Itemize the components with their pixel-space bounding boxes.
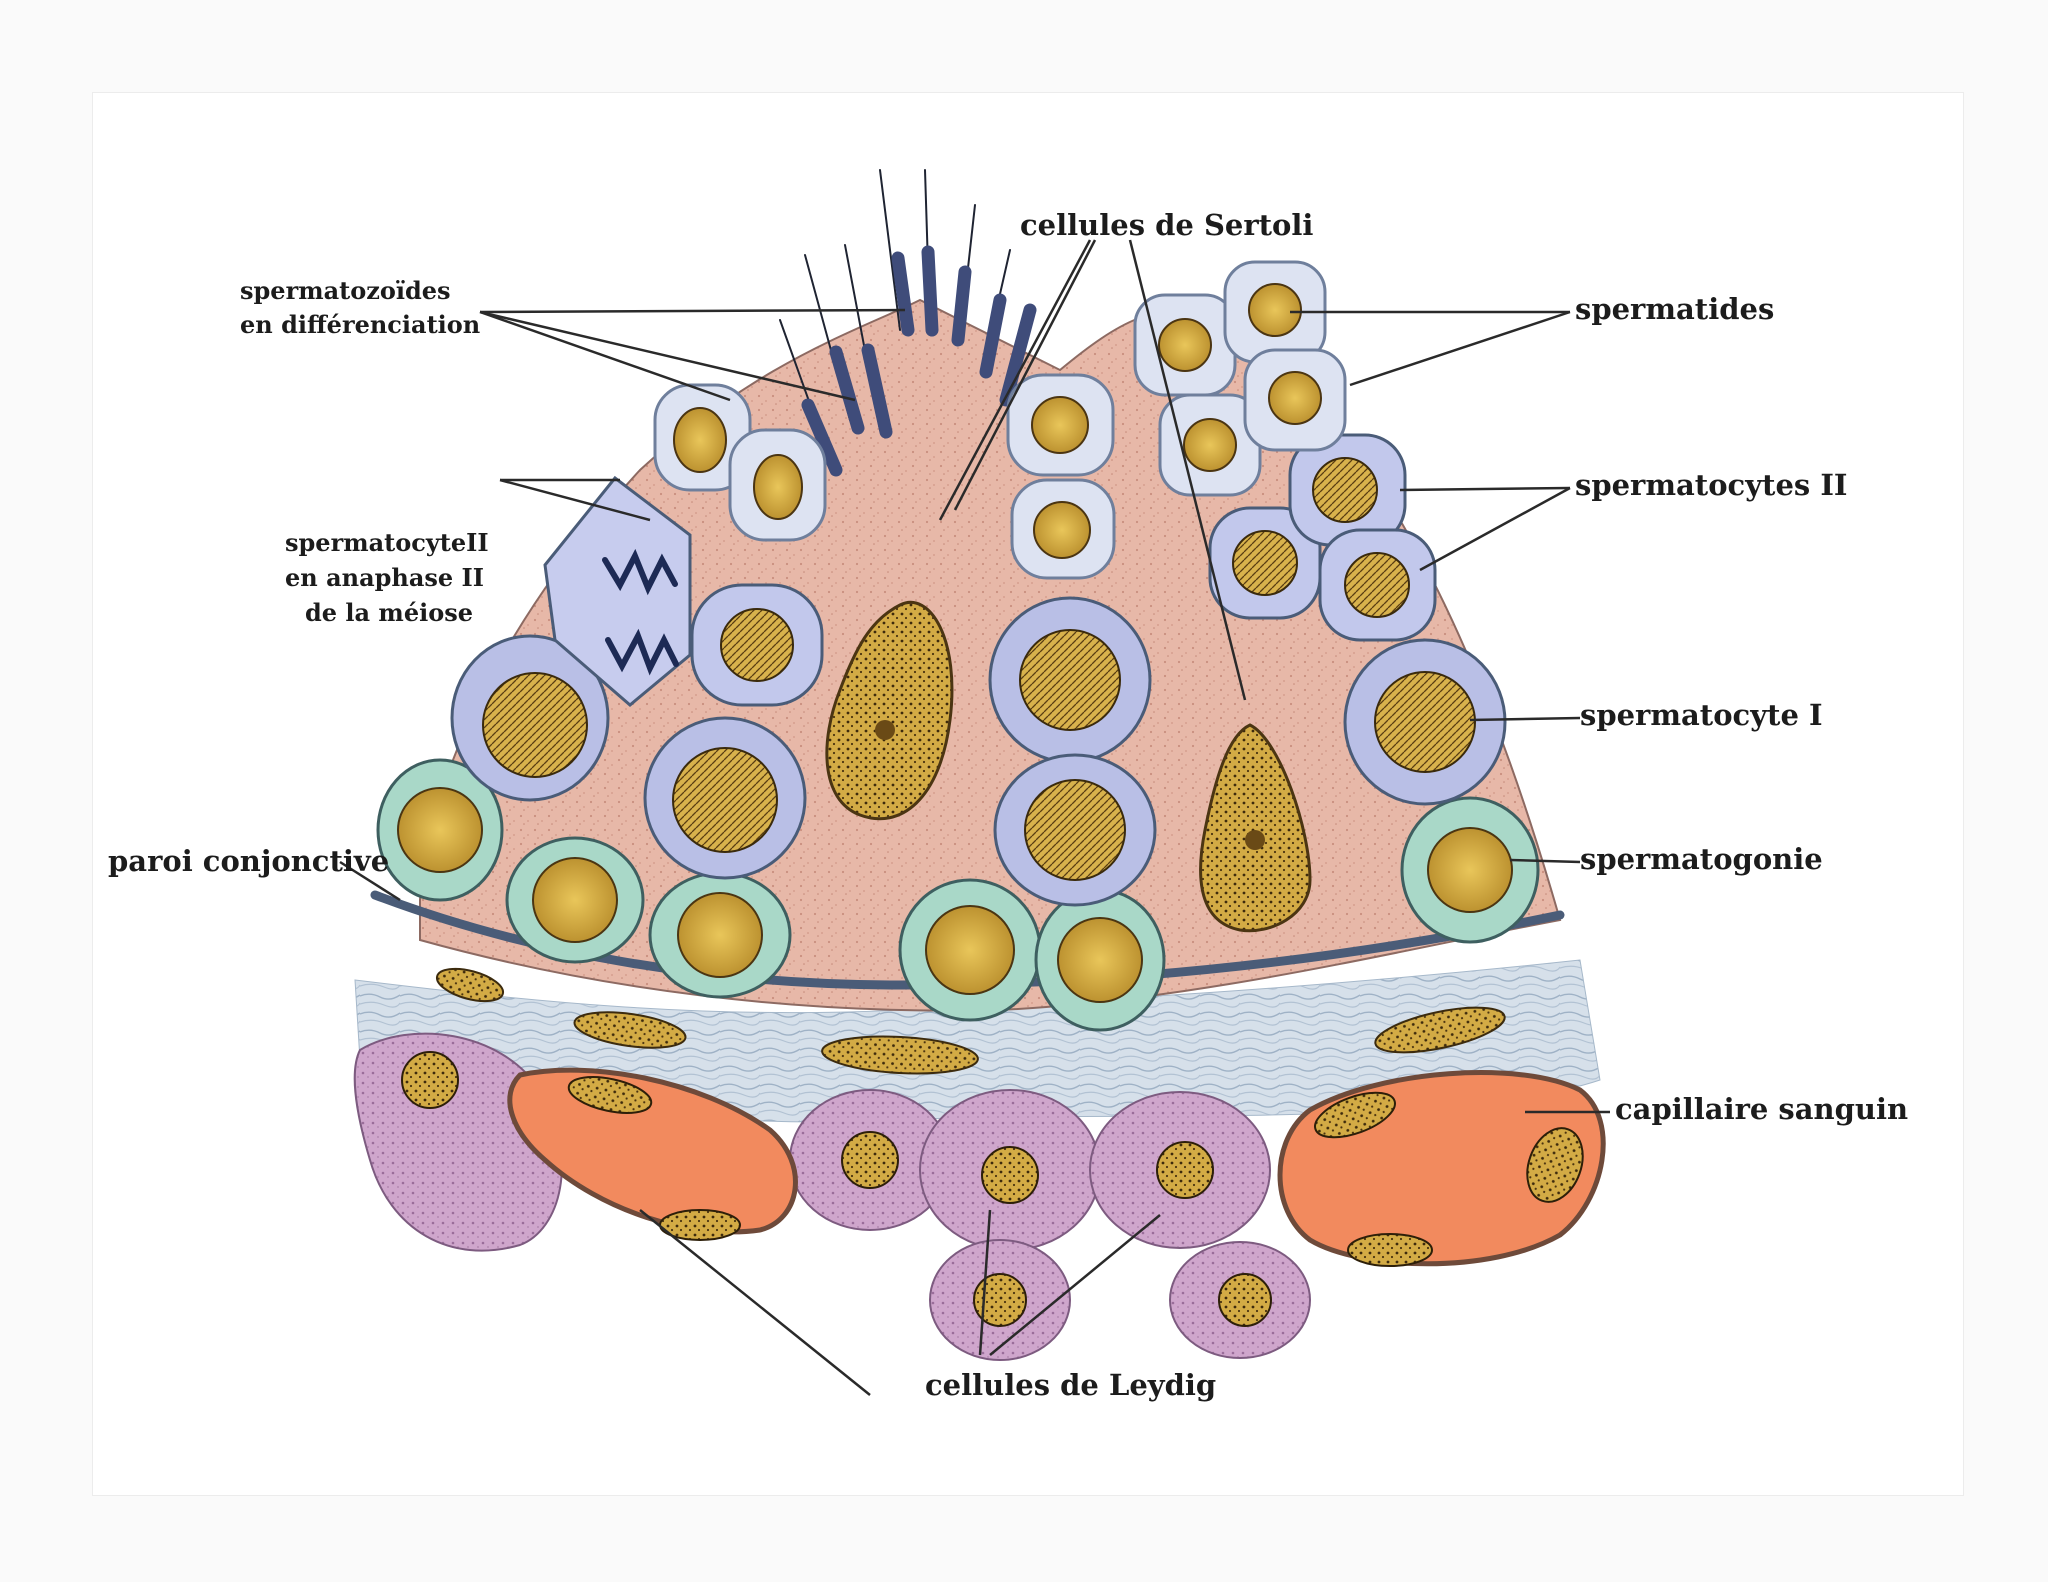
spermatocytes-i-nuclei xyxy=(482,629,1476,881)
leydig-nuclei xyxy=(401,1051,1272,1327)
spermatogonia-nuclei xyxy=(397,787,1513,1003)
sertoli-nucleus-right xyxy=(1199,723,1312,933)
capillary-right xyxy=(1277,1070,1606,1267)
label-spermatogonie: spermatogonie xyxy=(1580,842,1823,876)
label-spermatozoides-line1: spermatozoïdes xyxy=(240,276,451,305)
capillary-left xyxy=(507,1067,798,1241)
spermatocytes-ii-nuclei xyxy=(720,457,1410,682)
fibroblast-nuclei xyxy=(435,967,1506,1075)
spermatozoa-group xyxy=(779,169,1037,477)
label-capillaire: capillaire sanguin xyxy=(1615,1092,1909,1126)
label-anaphase-line2: en anaphase II xyxy=(285,563,484,592)
label-spermatocyte-i: spermatocyte I xyxy=(1580,698,1823,732)
spermatid-nuclei xyxy=(673,283,1322,559)
label-spermatozoides-line2: en différenciation xyxy=(240,310,481,339)
label-anaphase-line1: spermatocyteII xyxy=(285,528,489,557)
spermatogonia xyxy=(376,758,1540,1032)
leader-lines xyxy=(339,239,1610,1396)
label-spermatides: spermatides xyxy=(1575,292,1775,326)
label-paroi-conjonctive: paroi conjonctive xyxy=(108,844,390,878)
anaphase-cell xyxy=(543,475,692,707)
sertoli-nucleus-left xyxy=(825,600,954,821)
label-spermatocytes-ii: spermatocytes II xyxy=(1575,468,1848,502)
label-anaphase-line3: de la méiose xyxy=(305,598,473,627)
label-sertoli: cellules de Sertoli xyxy=(1020,208,1314,242)
label-leydig: cellules de Leydig xyxy=(925,1368,1217,1402)
